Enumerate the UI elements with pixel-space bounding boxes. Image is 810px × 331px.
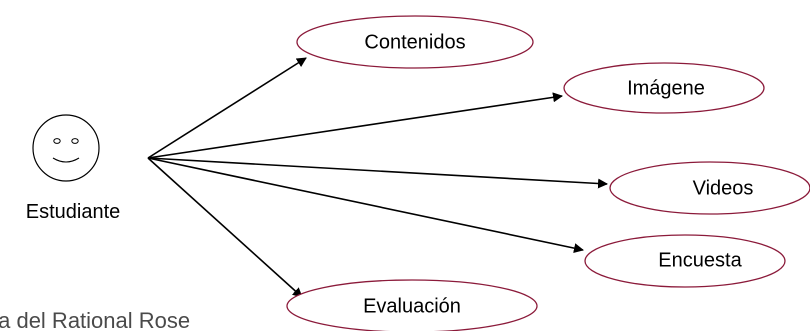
use-case-label: Videos <box>693 177 754 199</box>
actor-estudiante[interactable]: Estudiante <box>26 114 121 223</box>
association-imagene <box>147 92 563 159</box>
association-encuesta <box>147 157 584 254</box>
use-case-label: Contenidos <box>364 31 465 53</box>
use-case-label: Encuesta <box>658 249 742 271</box>
use-case-encuesta[interactable]: Encuesta <box>584 234 786 288</box>
use-case-videos[interactable]: Videos <box>609 161 810 215</box>
association-videos <box>147 157 608 189</box>
use-case-label: Imágene <box>627 77 705 99</box>
actor-label: Estudiante <box>26 201 121 223</box>
use-case-label: Evaluación <box>363 295 461 317</box>
smiley-face-icon <box>32 114 100 182</box>
association-evaluacion <box>147 157 303 298</box>
use-case-contenidos[interactable]: Contenidos <box>296 15 534 69</box>
association-contenidos <box>147 57 307 159</box>
use-case-imagene[interactable]: Imágene <box>563 62 765 114</box>
use-case-evaluacion[interactable]: Evaluación <box>286 279 538 331</box>
caption-text: ta del Rational Rose <box>0 308 190 331</box>
